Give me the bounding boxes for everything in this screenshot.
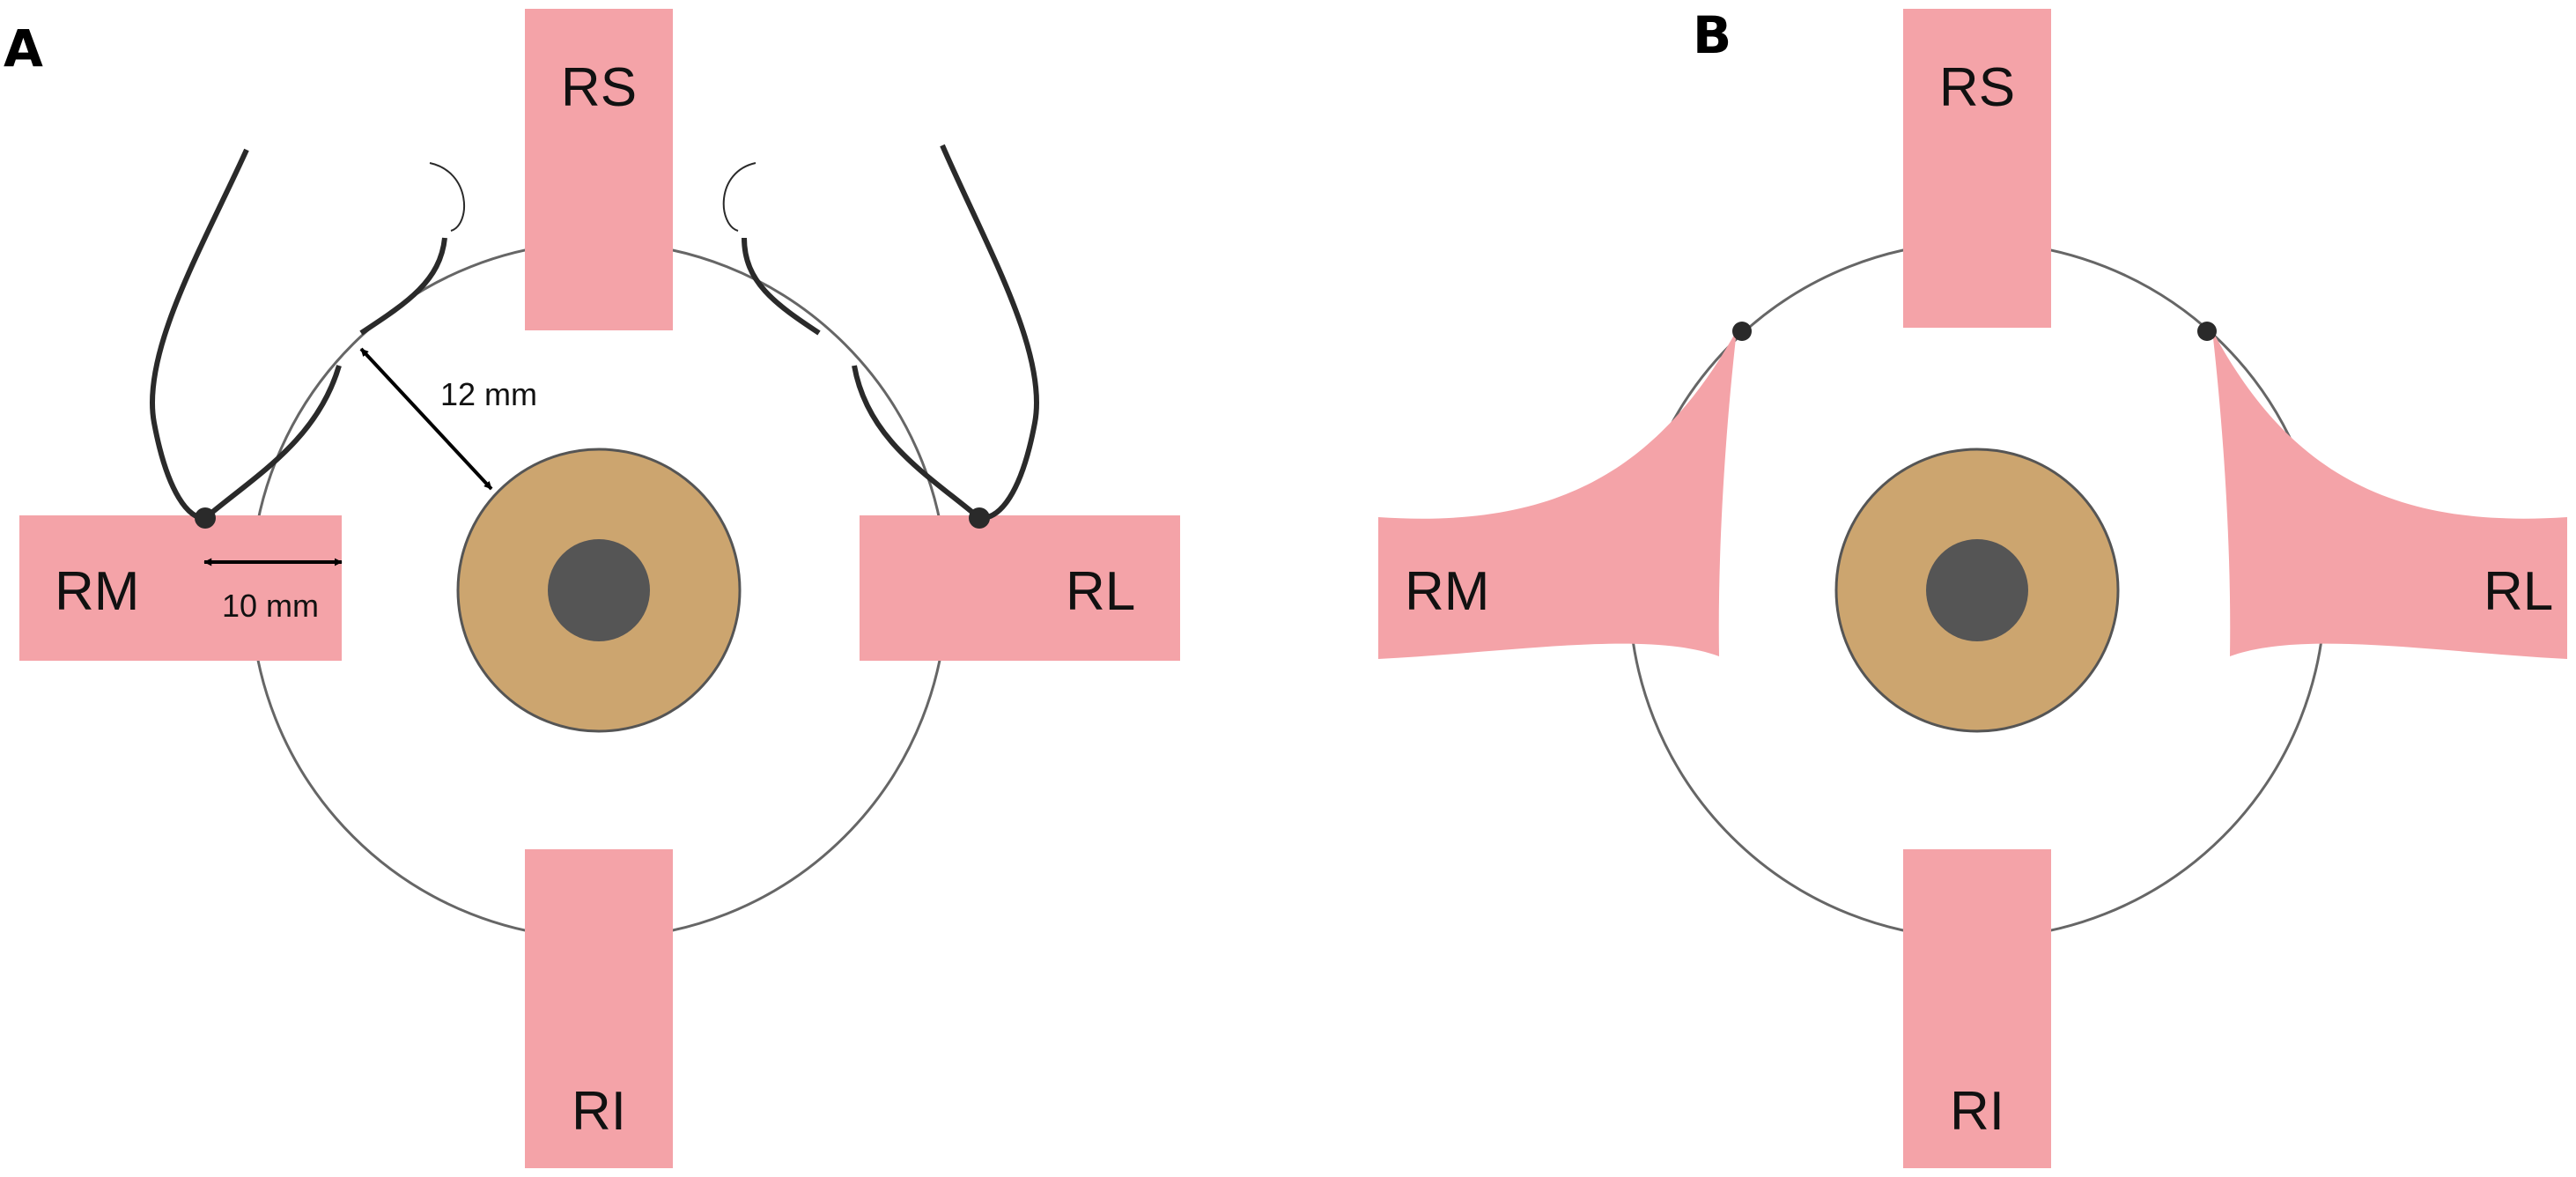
suture-thread-right-outer [940,144,1040,522]
muscle-superior-rectus [1903,9,2051,328]
pupil [548,539,650,641]
suture-knot-right [969,507,990,529]
suture-thread-left-inner [203,365,342,521]
suture-knot-right [2197,322,2217,341]
label-medial-rectus: RM [55,561,139,622]
muscle-inferior-rectus [1903,849,2051,1168]
measurement-label-radial: 12 mm [440,376,537,412]
label-inferior-rectus: RI [572,1081,626,1142]
label-superior-rectus: RS [561,57,637,118]
pupil [1926,539,2028,641]
panel-letter-b: B [1693,5,1731,65]
suture-thread-right-inner [852,365,981,521]
label-superior-rectus: RS [1939,57,2015,118]
label-lateral-rectus: RL [1066,561,1135,622]
label-inferior-rectus: RI [1950,1081,2004,1142]
muscle-lateral-rectus [860,515,1180,661]
muscle-medial-rectus [1378,330,1737,659]
panel-a: A 12 mm 10 mm RS RI RM RL [4,9,1180,1168]
panel-b: B RS RI RM RL [1378,5,2567,1168]
measurement-arrow-radial [359,347,493,491]
suture-thread-left-outer [149,148,249,522]
suture-thread-right-upper [742,237,821,336]
muscle-superior-rectus [525,9,673,330]
panel-letter-a: A [4,19,43,78]
suture-needle-right [722,162,757,232]
muscle-lateral-rectus [2212,330,2567,659]
muscle-inferior-rectus [525,849,673,1168]
muscle-medial-rectus [19,515,342,661]
suture-knot-left [1732,322,1752,341]
suture-needle-left [429,162,466,232]
measurement-label-insertion: 10 mm [222,588,319,624]
label-lateral-rectus: RL [2484,561,2553,622]
suture-knot-left [195,507,216,529]
suture-thread-left-upper [359,237,447,336]
label-medial-rectus: RM [1405,561,1489,622]
